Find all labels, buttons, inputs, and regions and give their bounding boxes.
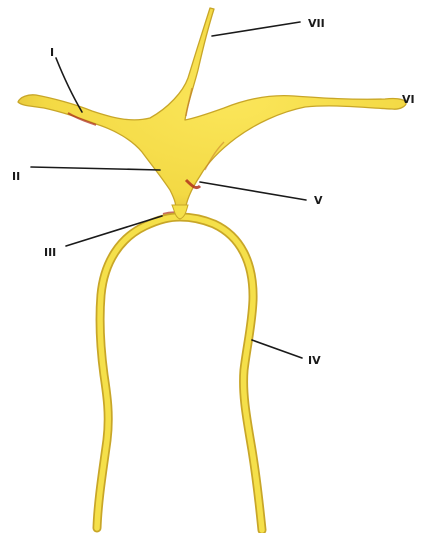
label-VII: VII bbox=[308, 17, 325, 30]
label-II: II bbox=[12, 170, 20, 183]
label-IV: IV bbox=[308, 354, 321, 367]
leader-V bbox=[200, 182, 306, 200]
label-VI: VI bbox=[402, 93, 415, 106]
u-tube-inner bbox=[97, 217, 262, 530]
leader-VII bbox=[212, 22, 300, 36]
leader-IV bbox=[252, 340, 302, 358]
leader-III bbox=[66, 216, 162, 246]
u-tube-outer bbox=[97, 217, 262, 530]
label-V: V bbox=[314, 194, 323, 207]
label-III: III bbox=[44, 246, 56, 259]
leader-II bbox=[31, 167, 160, 170]
label-I: I bbox=[50, 46, 54, 59]
central-body bbox=[18, 8, 406, 212]
